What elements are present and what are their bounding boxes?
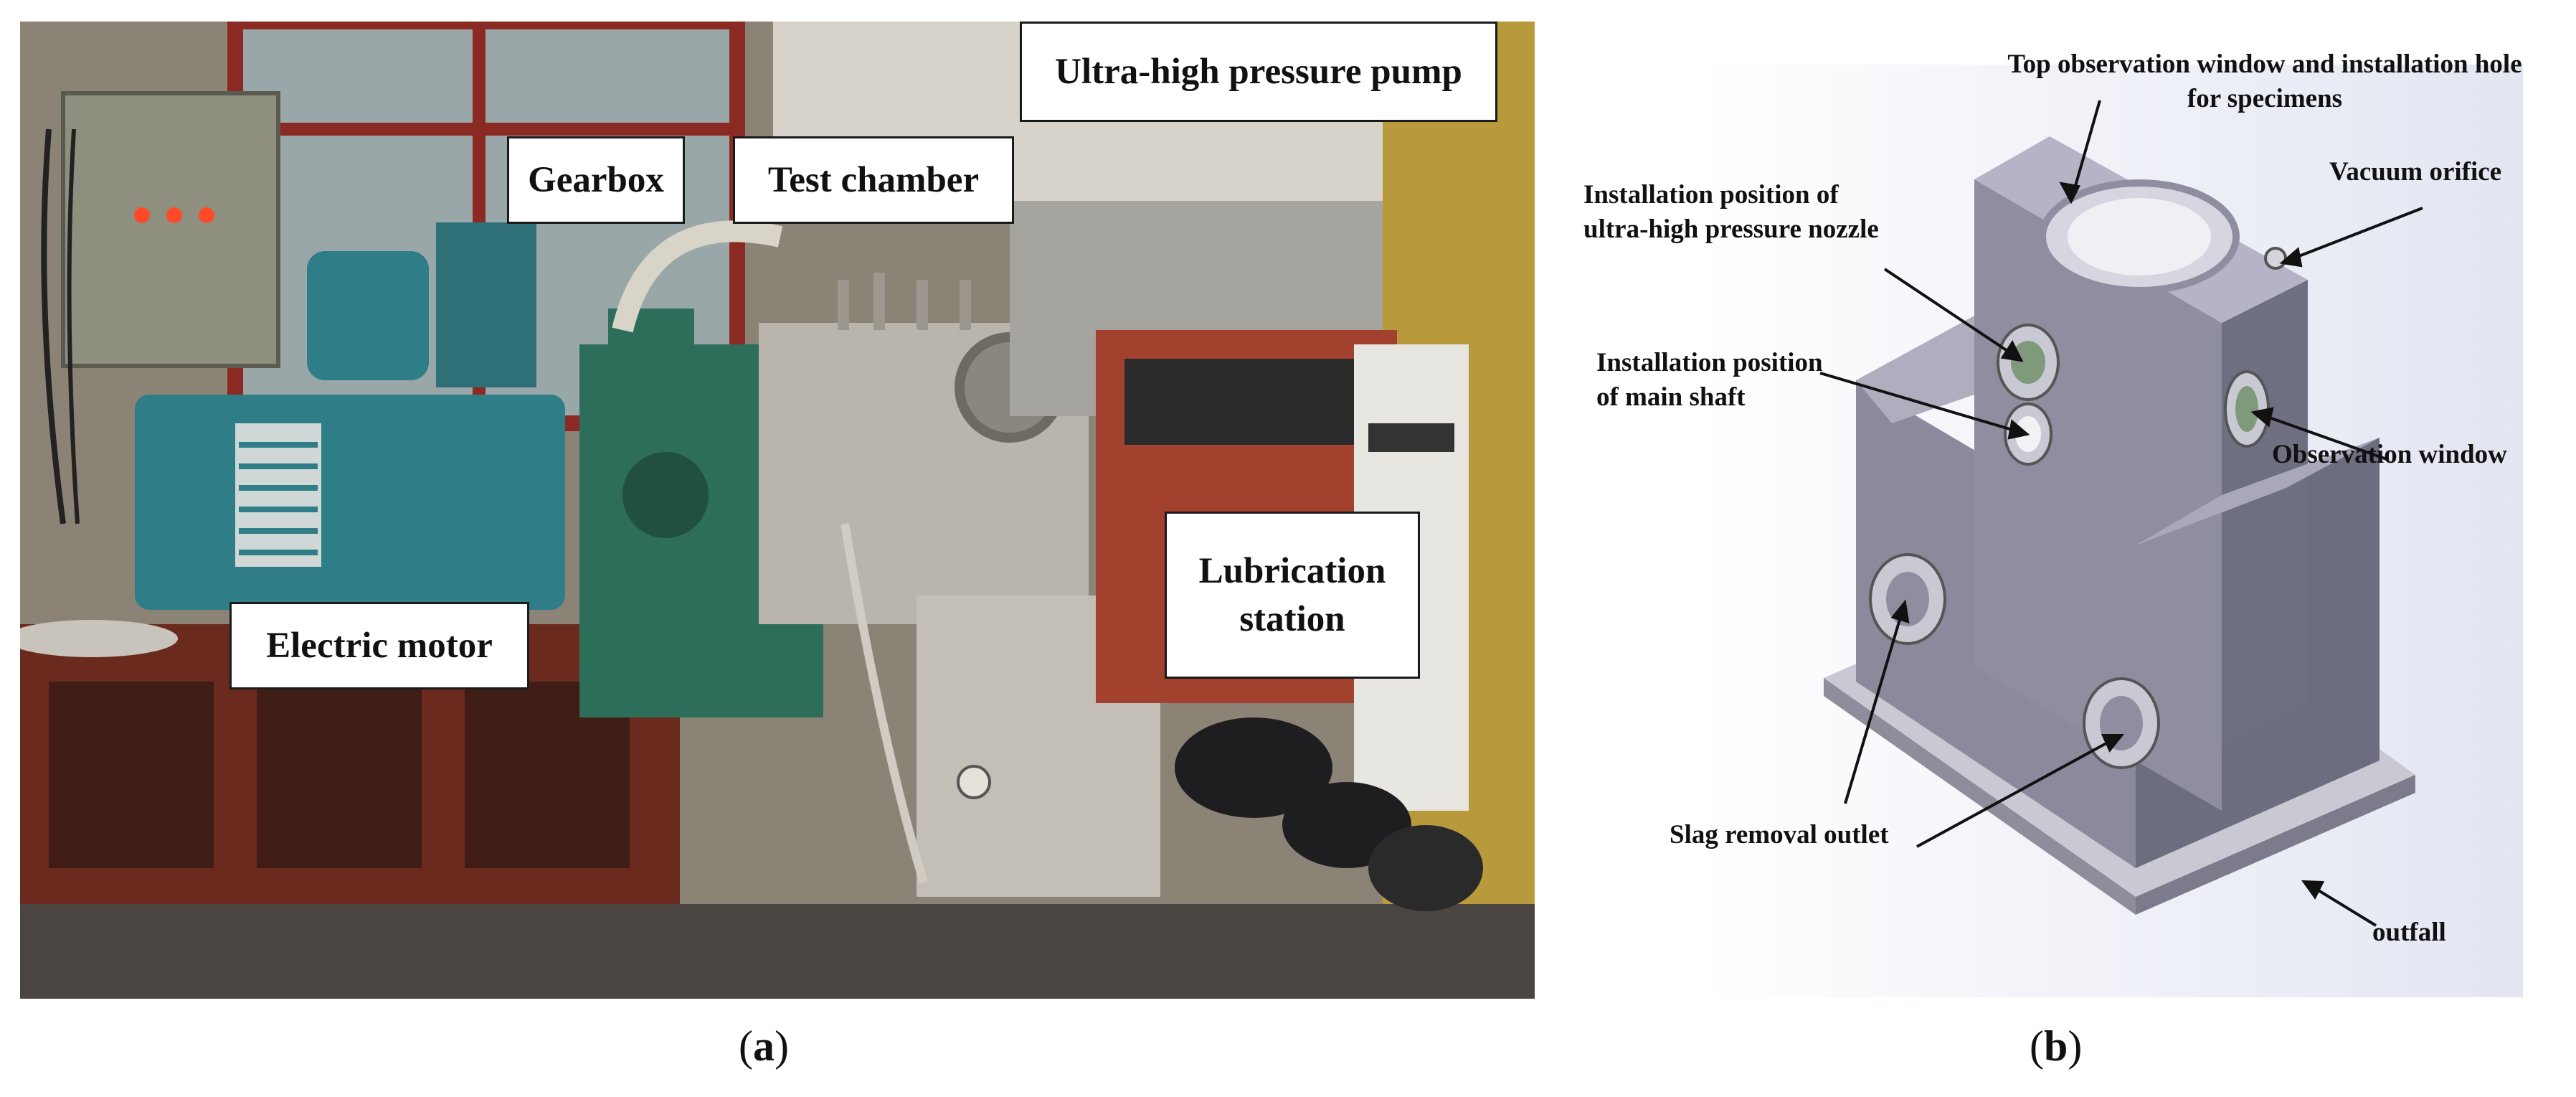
vacuum-orifice-port — [2264, 247, 2287, 270]
annotation-vacuum-orifice: Vacuum orifice — [2329, 157, 2502, 187]
label-text: Test chamber — [767, 159, 980, 200]
label-text: Electric motor — [266, 625, 493, 666]
electric-motor-body — [135, 395, 565, 610]
annotation-slag-outlet: Slag removal outlet — [1670, 820, 1889, 849]
caption-b: (b) — [2030, 1022, 2083, 1070]
label-text: Gearbox — [528, 159, 664, 200]
lubrication-pump — [1175, 717, 1332, 818]
arrow-top-window — [2070, 100, 2101, 202]
label-gearbox: Gearbox — [507, 136, 685, 224]
label-text-line2: station — [1239, 598, 1345, 639]
label-ultra-high-pressure-pump: Ultra-high pressure pump — [1020, 22, 1497, 122]
arrow-slag-1 — [1844, 609, 1904, 804]
arrow-slag-2 — [1916, 738, 2115, 848]
annotation-main-shaft: Installation position of main shaft — [1596, 346, 1823, 415]
label-test-chamber: Test chamber — [733, 136, 1014, 224]
test-chamber-cad-render: Top observation window and installation … — [1583, 22, 2523, 997]
label-text-line1: Lubrication — [1198, 551, 1386, 592]
top-window-opening — [2068, 198, 2211, 276]
arrow-outfall — [2310, 885, 2377, 927]
small-motor — [307, 251, 429, 380]
caption-a: (a) — [739, 1022, 789, 1070]
electrical-cabinet — [61, 91, 280, 368]
annotation-top-window: Top observation window and installation … — [1992, 47, 2537, 116]
tower-side — [2222, 280, 2308, 746]
arrow-nozzle — [1883, 268, 2015, 357]
arrow-observation — [2260, 413, 2387, 461]
annotation-line: Top observation window and installation … — [2007, 50, 2522, 79]
annotation-observation-window: Observation window — [2272, 440, 2507, 469]
label-electric-motor: Electric motor — [229, 602, 529, 689]
annotation-line: ultra-high pressure nozzle — [1583, 215, 1879, 245]
label-lubrication-station: Lubrication station — [1165, 512, 1420, 679]
annotation-line: for specimens — [2187, 84, 2343, 114]
annotation-nozzle: Installation position of ultra-high pres… — [1583, 178, 1879, 247]
arrow-vacuum — [2293, 207, 2423, 260]
annotation-line: of main shaft — [1596, 382, 1746, 413]
label-text: Ultra-high pressure pump — [1055, 51, 1462, 92]
annotation-outfall: outfall — [2372, 918, 2446, 947]
annotation-line: Installation position of — [1583, 180, 1839, 209]
annotation-line: Installation position — [1596, 348, 1823, 377]
arrow-shaft — [1819, 372, 2020, 433]
test-rig-photo: Ultra-high pressure pump Gearbox Test ch… — [20, 22, 1535, 999]
cad-illustration — [1705, 65, 2523, 997]
